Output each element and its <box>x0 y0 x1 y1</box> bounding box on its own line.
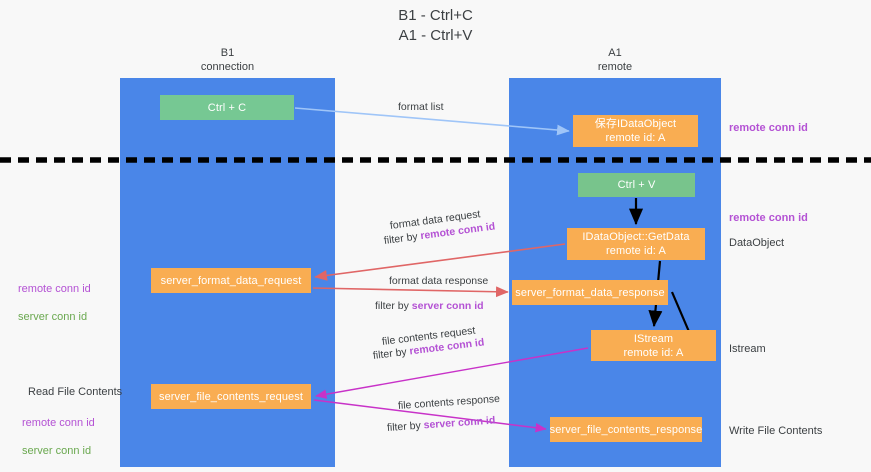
node-ctrl-c[interactable]: Ctrl + C <box>160 95 294 120</box>
edge-label-file-contents-response-filter: filter by server conn id <box>387 413 496 435</box>
annotation-remote-conn-id-mid: remote conn id <box>729 212 808 224</box>
annotation-remote-conn-id: remote conn id <box>22 417 95 429</box>
node-istream[interactable]: IStream remote id: A <box>591 330 716 361</box>
edge-label-format-data-response: format data response <box>389 275 489 287</box>
annotation-read-file-contents: Read File Contents <box>28 386 123 398</box>
annotation-remote-conn-id: remote conn id <box>18 283 91 295</box>
filter-key-server-conn-id: server conn id <box>411 300 484 312</box>
edge-label-file-contents-response: file contents response <box>397 392 501 412</box>
node-ctrl-v[interactable]: Ctrl + V <box>578 173 695 197</box>
annotation-istream: Istream <box>729 343 766 355</box>
node-idataobject[interactable]: 保存IDataObject remote id: A <box>573 115 698 147</box>
node-server-file-contents-request[interactable]: server_file_contents_request <box>151 384 311 409</box>
filter-prefix: filter by <box>372 345 411 362</box>
filter-prefix: filter by <box>375 300 412 312</box>
annotation-write-file-contents: Write File Contents <box>729 425 823 437</box>
node-server-format-data-request[interactable]: server_format_data_request <box>151 268 311 293</box>
filter-key-server-conn-id: server conn id <box>423 414 496 432</box>
diagram-title: B1 - Ctrl+C A1 - Ctrl+V <box>398 7 473 44</box>
annotation-remote-conn-id-top: remote conn id <box>729 122 808 134</box>
annotation-server-conn-id: server conn id <box>18 311 88 323</box>
arrow-format-data-response <box>312 286 509 298</box>
annotation-dataobject: DataObject <box>729 237 785 249</box>
filter-prefix: filter by <box>383 230 422 247</box>
edge-label-format-data-response-filter: filter by server conn id <box>375 299 484 313</box>
filter-prefix: filter by <box>386 419 425 434</box>
node-server-format-data-response[interactable]: server_format_data_response <box>512 280 668 305</box>
lane-header-b1: B1 connection <box>200 47 255 73</box>
annotation-left-conn-ids-top: remote conn id server conn id <box>18 268 91 338</box>
lane-header-a1: A1 remote <box>597 47 633 73</box>
annotation-server-conn-id: server conn id <box>22 445 92 457</box>
annotation-left-conn-ids-bottom: remote conn id server conn id <box>22 402 95 472</box>
node-server-file-contents-response[interactable]: server_file_contents_response <box>550 417 702 442</box>
edge-label-format-list: format list <box>398 101 444 113</box>
node-idataobject-getdata[interactable]: IDataObject::GetData remote id: A <box>567 228 705 260</box>
